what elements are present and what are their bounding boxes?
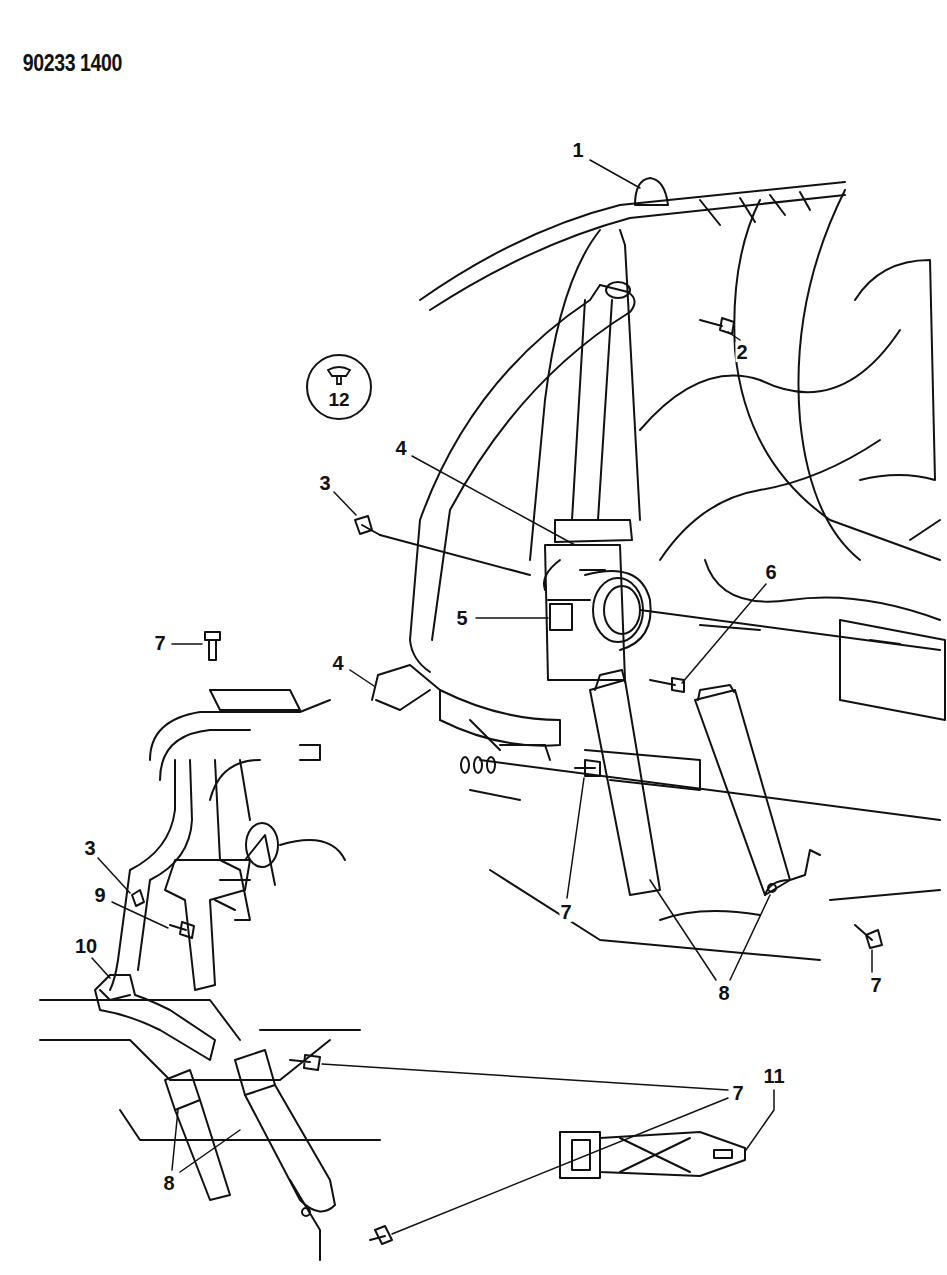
- detail-circle: 12: [306, 354, 372, 420]
- callout-number: 7: [153, 633, 166, 653]
- callout-number: 1: [571, 140, 584, 160]
- callout-number: 6: [764, 562, 777, 582]
- callout-number: 7: [731, 1083, 744, 1103]
- drawing-number: 90233 1400: [22, 52, 123, 75]
- callout-number: 4: [331, 653, 344, 673]
- clip-icon: [324, 362, 354, 388]
- callout-number: 3: [318, 473, 331, 493]
- callout-number: 4: [394, 438, 407, 458]
- callout-number: 8: [717, 983, 730, 1003]
- callout-number: 7: [559, 902, 572, 922]
- callout-number: 5: [455, 608, 468, 628]
- callout-number: 11: [762, 1066, 785, 1086]
- callout-number: 12: [328, 390, 349, 409]
- callout-number: 3: [83, 838, 96, 858]
- callout-number: 10: [74, 936, 98, 956]
- callout-number: 9: [93, 885, 106, 905]
- callout-number: 7: [869, 975, 882, 995]
- callout-number: 2: [735, 342, 748, 362]
- callout-number: 8: [162, 1173, 175, 1193]
